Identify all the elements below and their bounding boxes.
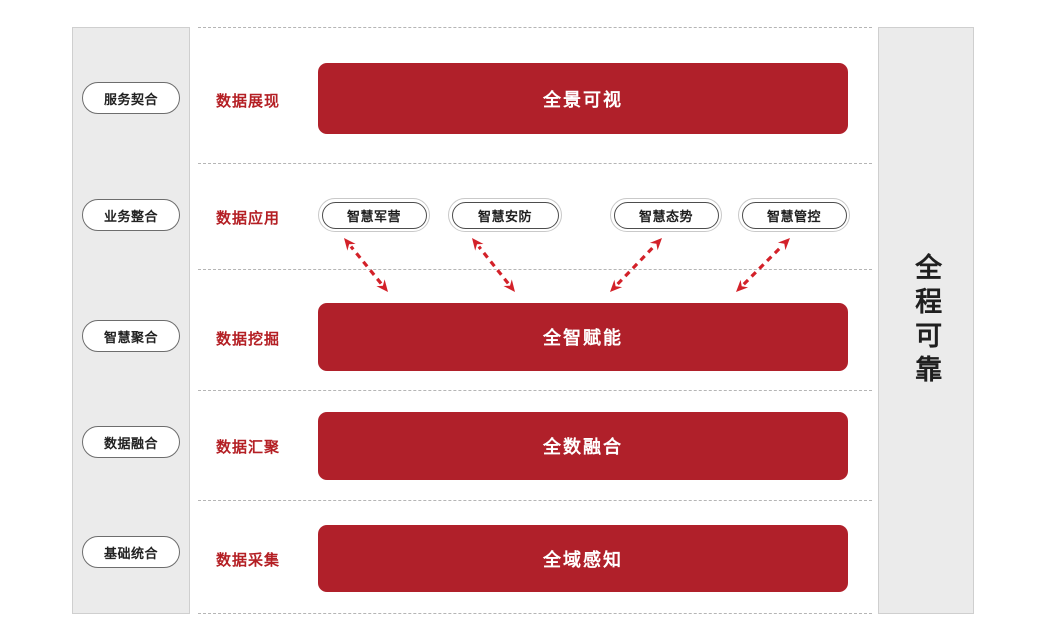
app-pill-label: 智慧管控 xyxy=(766,208,821,224)
app-pill-inner: 智慧安防 xyxy=(451,201,559,229)
row-label-data-collection: 数据采集 xyxy=(216,552,281,569)
app-pill-inner: 智慧态势 xyxy=(613,201,719,229)
stage-pill-label: 服务契合 xyxy=(103,91,158,107)
stage-pill-business-integration[interactable]: 业务整合 xyxy=(82,199,180,231)
app-pill-smart-control[interactable]: 智慧管控 xyxy=(738,198,850,232)
row-separator xyxy=(198,390,872,391)
capability-bar-panoramic-visibility[interactable]: 全景可视 xyxy=(318,63,848,134)
row-separator xyxy=(198,163,872,164)
arrow-smart-situation xyxy=(610,238,662,292)
row-separator xyxy=(198,613,872,614)
app-pill-inner: 智慧军营 xyxy=(321,201,427,229)
capability-bar-label: 全域感知 xyxy=(543,549,623,570)
row-separator xyxy=(198,269,872,270)
capability-bar-label: 全景可视 xyxy=(543,89,623,110)
app-pill-inner: 智慧管控 xyxy=(741,201,847,229)
capability-bar-label: 全数融合 xyxy=(543,437,623,457)
app-pill-smart-situation[interactable]: 智慧态势 xyxy=(610,198,722,232)
capability-bar-label: 全智赋能 xyxy=(543,328,623,348)
app-pill-smart-barracks[interactable]: 智慧军营 xyxy=(318,198,430,232)
app-pill-label: 智慧安防 xyxy=(477,208,532,224)
stage-pill-label: 数据融合 xyxy=(103,435,158,451)
stage-pill-data-fusion[interactable]: 数据融合 xyxy=(82,426,180,458)
stage-pill-intelligence-convergence[interactable]: 智慧聚合 xyxy=(82,320,180,352)
reliability-slogan-text: 全程可靠 xyxy=(911,252,942,389)
stage-pill-infrastructure-unification[interactable]: 基础统合 xyxy=(82,536,180,568)
stage-pill-service-fit[interactable]: 服务契合 xyxy=(82,82,180,114)
reliability-slogan: 全程可靠 xyxy=(878,27,974,614)
capability-bar-full-domain-sensing[interactable]: 全域感知 xyxy=(318,525,848,592)
stage-pill-label: 基础统合 xyxy=(103,545,158,561)
arrow-smart-barracks xyxy=(344,238,388,292)
capability-bar-full-data-fusion[interactable]: 全数融合 xyxy=(318,412,848,480)
row-separator xyxy=(198,500,872,501)
capability-bar-full-intelligence-empowerment[interactable]: 全智赋能 xyxy=(318,303,848,371)
stage-pill-label: 业务整合 xyxy=(103,208,158,224)
reliability-panel xyxy=(878,27,974,614)
row-label-data-presentation: 数据展现 xyxy=(216,93,281,110)
app-pill-label: 智慧军营 xyxy=(346,208,401,224)
app-pill-smart-security[interactable]: 智慧安防 xyxy=(448,198,562,232)
row-separator xyxy=(198,27,872,28)
row-label-data-mining: 数据挖掘 xyxy=(216,331,281,348)
arrow-smart-security xyxy=(472,238,515,292)
app-pill-label: 智慧态势 xyxy=(638,208,693,224)
row-label-data-application: 数据应用 xyxy=(216,210,281,227)
row-label-data-aggregation: 数据汇聚 xyxy=(216,439,281,456)
stage-pill-label: 智慧聚合 xyxy=(103,329,158,345)
arrow-smart-control xyxy=(736,238,790,292)
